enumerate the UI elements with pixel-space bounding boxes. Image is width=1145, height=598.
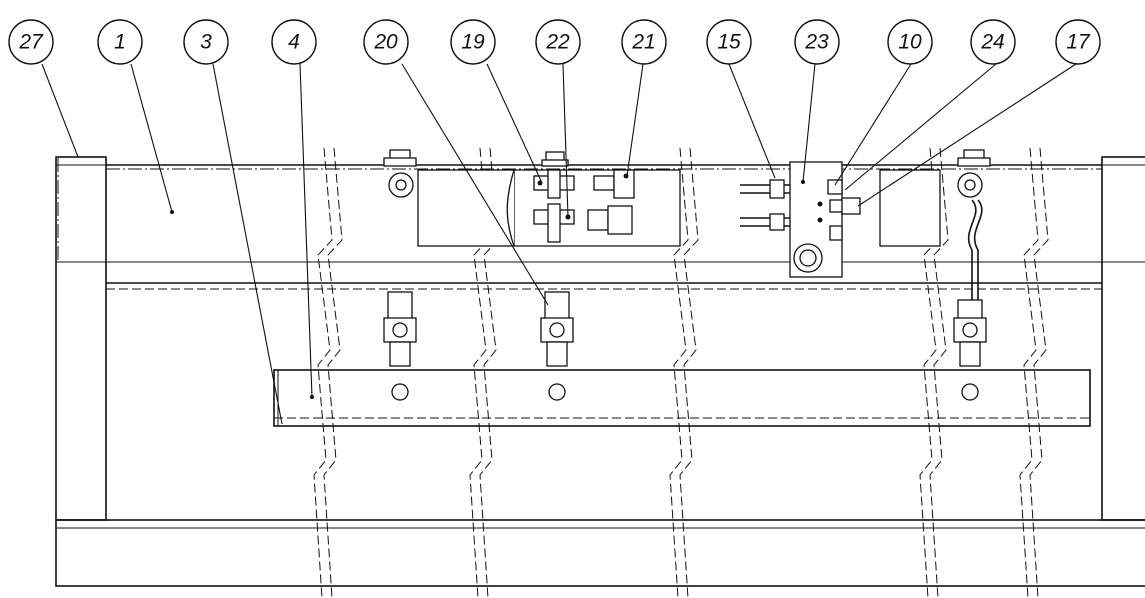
callout-20-label: 20 [373,31,398,54]
frame-structure [55,156,1145,587]
top-cylinder-mounts [383,149,991,300]
callout-23: 23 [794,19,840,65]
callout-27-label: 27 [18,31,44,54]
callout-24-label: 24 [980,31,1004,54]
callout-23-label: 23 [804,31,829,54]
lower-cylinders [383,291,987,401]
callout-4: 4 [271,19,317,65]
callout-27: 27 [8,19,54,65]
callout-10: 10 [887,19,933,65]
callout-21: 21 [621,19,667,65]
callout-3: 3 [183,19,229,65]
leader-lines [41,63,1077,425]
callout-17-label: 17 [1066,31,1091,54]
callout-17: 17 [1055,19,1101,65]
callout-3-label: 3 [200,31,212,54]
top-panels [417,169,941,247]
callout-19-label: 19 [461,31,485,54]
callout-15: 15 [706,19,752,65]
callout-22-label: 22 [545,31,570,54]
callout-22: 22 [535,19,581,65]
callout-15-label: 15 [717,31,741,54]
callout-1: 1 [97,19,143,65]
callout-19: 19 [450,19,496,65]
callout-1-label: 1 [114,31,126,54]
callout-10-label: 10 [898,31,922,54]
valve-cluster [533,151,635,243]
callout-20: 20 [363,19,409,65]
callout-4-label: 4 [288,31,300,54]
manifold-block [740,161,861,278]
callout-21-label: 21 [631,31,655,54]
callout-24: 24 [970,19,1016,65]
